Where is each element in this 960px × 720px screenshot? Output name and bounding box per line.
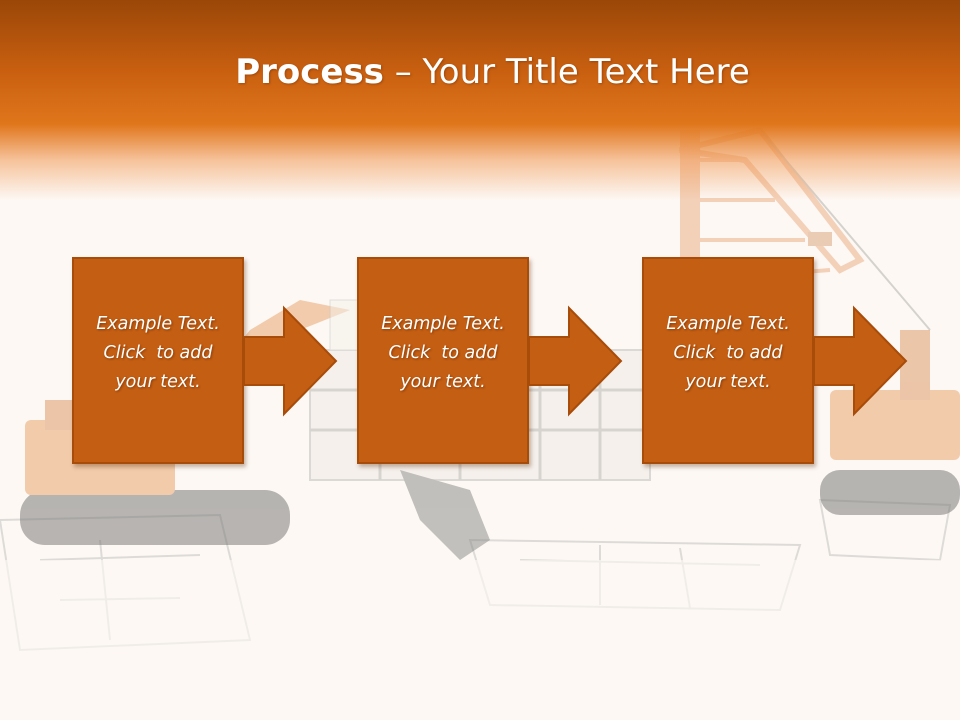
- step-1-line-1: Example Text.: [96, 314, 220, 334]
- step-2-line-3: your text.: [400, 372, 486, 392]
- step-3-line-2: Click to add: [673, 343, 783, 363]
- step-1-line-3: your text.: [115, 372, 201, 392]
- process-arrow-1-icon: [244, 305, 338, 417]
- step-3-line-1: Example Text.: [666, 314, 790, 334]
- step-2-line-1: Example Text.: [381, 314, 505, 334]
- title-rest-text: – Your Title Text Here: [383, 52, 750, 92]
- process-arrow-3-icon: [814, 305, 908, 417]
- process-step-2-box[interactable]: Example Text. Click to add your text.: [357, 257, 529, 464]
- process-arrow-2-icon: [529, 305, 623, 417]
- right-excavator: [820, 330, 960, 515]
- process-step-3-box[interactable]: Example Text. Click to add your text.: [642, 257, 814, 464]
- slide-title[interactable]: Process – Your Title Text Here: [0, 52, 960, 92]
- title-strong-text: Process: [235, 52, 384, 92]
- step-3-line-3: your text.: [685, 372, 771, 392]
- process-step-1-box[interactable]: Example Text. Click to add your text.: [72, 257, 244, 464]
- process-step-3-text[interactable]: Example Text. Click to add your text.: [653, 310, 803, 397]
- step-2-line-2: Click to add: [388, 343, 498, 363]
- step-1-line-2: Click to add: [103, 343, 213, 363]
- header-band: [0, 0, 960, 200]
- process-step-2-text[interactable]: Example Text. Click to add your text.: [368, 310, 518, 397]
- process-step-1-text[interactable]: Example Text. Click to add your text.: [83, 310, 233, 397]
